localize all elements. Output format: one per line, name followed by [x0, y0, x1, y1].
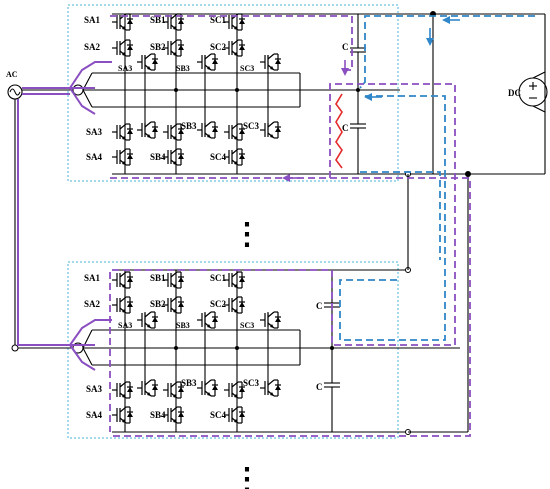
switch-label: SC2 [210, 299, 227, 309]
dc-source-icon [518, 71, 548, 113]
purple-current-path [17, 15, 471, 437]
switch-label: SC4 [210, 152, 227, 162]
switch-label: SA3 [86, 127, 103, 137]
igbt-switch-icon [162, 271, 185, 289]
capacitor-label: C [316, 301, 323, 311]
switch-label: SC2 [210, 42, 227, 52]
ac-label: AC [6, 70, 18, 79]
igbt-switch-icon [196, 53, 219, 71]
bottom-converter-box [67, 261, 399, 439]
igbt-switch-icon [223, 39, 246, 57]
switch-label: SA3 [118, 64, 132, 73]
igbt-switch-icon [111, 406, 134, 424]
continuation-dots-middle: ⋮ [232, 218, 262, 251]
igbt-switch-icon [162, 296, 185, 314]
igbt-switch-icon [259, 121, 282, 139]
igbt-switch-icon [259, 311, 282, 329]
igbt-switch-icon [162, 39, 185, 57]
igbt-switch-icon [223, 123, 246, 141]
bottom-module: SA1 SB1 SC1 SA2 SB2 SC2 SA3 SB3 SC3 SA3 … [67, 261, 460, 439]
switch-label: SB3 [181, 121, 197, 131]
top-module: DC SA1 SB1 SC1 [67, 4, 548, 182]
switch-label: SB3 [176, 64, 190, 73]
capacitor-label: C [342, 42, 349, 52]
switch-label: SC1 [210, 273, 227, 283]
switch-label: SC4 [210, 410, 227, 420]
switch-label: SB1 [150, 273, 166, 283]
igbt-switch-icon [136, 311, 159, 329]
igbt-switch-icon [111, 123, 134, 141]
capacitor-label: C [342, 123, 349, 133]
switch-label: SA2 [84, 299, 101, 309]
switch-label: SC3 [240, 321, 254, 330]
igbt-switch-icon [111, 271, 134, 289]
switch-label: SC1 [210, 15, 227, 25]
igbt-switch-icon [259, 53, 282, 71]
dc-label: DC [508, 88, 521, 98]
switch-label: SC3 [243, 121, 260, 131]
igbt-switch-icon [111, 148, 134, 166]
igbt-switch-icon [223, 406, 246, 424]
igbt-switch-icon [111, 39, 134, 57]
switch-label: SB3 [181, 378, 197, 388]
continuation-dots-bottom: ⋮ [232, 463, 262, 489]
igbt-switch-icon [111, 381, 134, 399]
blue-current-path [339, 15, 535, 341]
red-current-path [335, 93, 343, 169]
igbt-switch-icon [196, 121, 219, 139]
igbt-switch-icon [223, 271, 246, 289]
switch-label: SA1 [84, 273, 101, 283]
switch-label: SB4 [150, 152, 166, 162]
igbt-switch-icon [259, 379, 282, 397]
switch-label: SB2 [150, 299, 166, 309]
igbt-switch-icon [162, 148, 185, 166]
igbt-switch-icon [196, 311, 219, 329]
igbt-switch-icon [162, 406, 185, 424]
switch-label: SC3 [240, 64, 254, 73]
switch-label: SA1 [84, 15, 101, 25]
switch-label: SC3 [243, 378, 260, 388]
switch-label: SB3 [176, 321, 190, 330]
igbt-switch-icon [223, 296, 246, 314]
switch-label: SA2 [84, 42, 101, 52]
switch-label: SB2 [150, 42, 166, 52]
igbt-switch-icon [196, 379, 219, 397]
switch-label: SA3 [118, 321, 132, 330]
switch-label: SB4 [150, 410, 166, 420]
switch-label: SB1 [150, 15, 166, 25]
igbt-switch-icon [111, 296, 134, 314]
capacitor-label: C [316, 382, 323, 392]
igbt-switch-icon [136, 53, 159, 71]
ac-source-icon [7, 84, 23, 100]
switch-label: SA4 [86, 410, 103, 420]
switch-label: SA4 [86, 152, 103, 162]
igbt-switch-icon [223, 381, 246, 399]
switch-label: SA3 [86, 384, 103, 394]
igbt-switch-icon [223, 148, 246, 166]
igbt-switch-icon [136, 121, 159, 139]
igbt-switch-icon [136, 379, 159, 397]
